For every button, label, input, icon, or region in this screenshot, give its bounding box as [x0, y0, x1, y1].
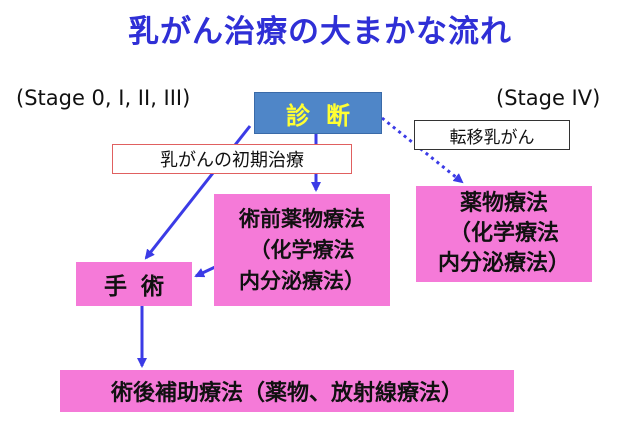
- arrow-diagnosis-to-drug-therapy: [381, 116, 464, 184]
- stage-left-label: (Stage 0, I, II, III): [16, 86, 191, 110]
- postoperative-adjuvant-therapy-node: 術後補助療法（薬物、放射線療法）: [60, 370, 514, 412]
- diagram-title: 乳がん治療の大まかな流れ: [128, 14, 512, 50]
- initial-treatment-label: 乳がんの初期治療: [112, 144, 352, 174]
- metastatic-breast-cancer-node: 転移乳がん: [414, 120, 570, 150]
- preoperative-therapy-node: 術前薬物療法 （化学療法 内分泌療法）: [214, 194, 390, 306]
- surgery-node: 手術: [76, 262, 192, 306]
- stage-right-label: (Stage IV): [496, 86, 601, 110]
- drug-therapy-node: 薬物療法 （化学療法 内分泌療法）: [416, 186, 592, 282]
- diagnosis-node: 診断: [254, 92, 382, 134]
